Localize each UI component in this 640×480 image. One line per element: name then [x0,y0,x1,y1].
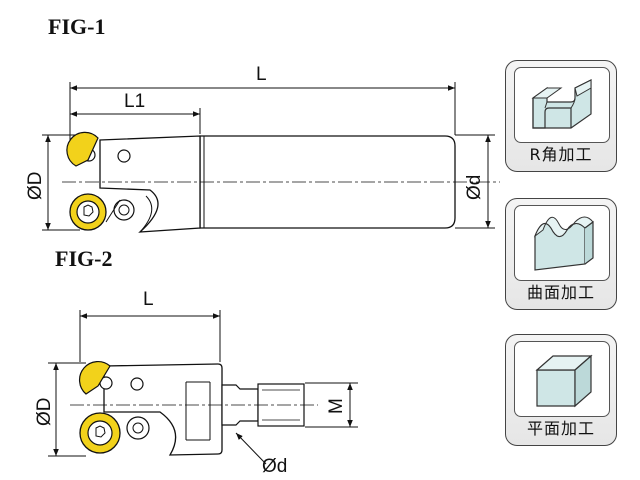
fig2-head [103,363,223,456]
curved-surface-icon [533,216,594,271]
fig2-hole [130,377,144,391]
fig1-insert-bottom [69,193,107,231]
card-image-frame [514,341,610,417]
fig2-label-L: L [143,289,154,310]
fig1-insert-top [66,131,99,167]
fig1-label-L: L [256,64,267,85]
card-flat-surface-machining: 平面加工 [505,334,617,446]
pocket-block-icon [531,79,592,129]
card-image-frame [514,205,610,281]
card-caption: 平面加工 [526,419,595,438]
fig2-title: FIG-2 [55,246,113,271]
fig2-label-M: M [326,398,347,414]
fig1-drawing: L L1 ØD Ød [25,64,500,233]
card-r-corner-machining: R角加工 [505,60,617,172]
fig2-label-OD: ØD [34,398,55,427]
card-curved-surface-machining: 曲面加工 [505,198,617,310]
card-caption: R角加工 [529,145,593,164]
card-caption: 曲面加工 [526,283,595,302]
fig2-insert-bottom [79,412,121,454]
card-image-frame [514,67,610,143]
fig1-label-Od: Ød [464,175,485,200]
fig1-label-OD: ØD [25,172,46,201]
flat-block-icon [535,354,593,408]
fig1-hole [117,149,131,163]
fig2-insert-top [78,360,111,395]
fig1-label-L1: L1 [124,91,145,112]
fig2-drawing: L ØD M Ød [34,289,358,477]
fig2-label-Od: Ød [262,456,287,477]
fig2-leader-Od [235,432,267,465]
fig1-title: FIG-1 [48,14,106,39]
